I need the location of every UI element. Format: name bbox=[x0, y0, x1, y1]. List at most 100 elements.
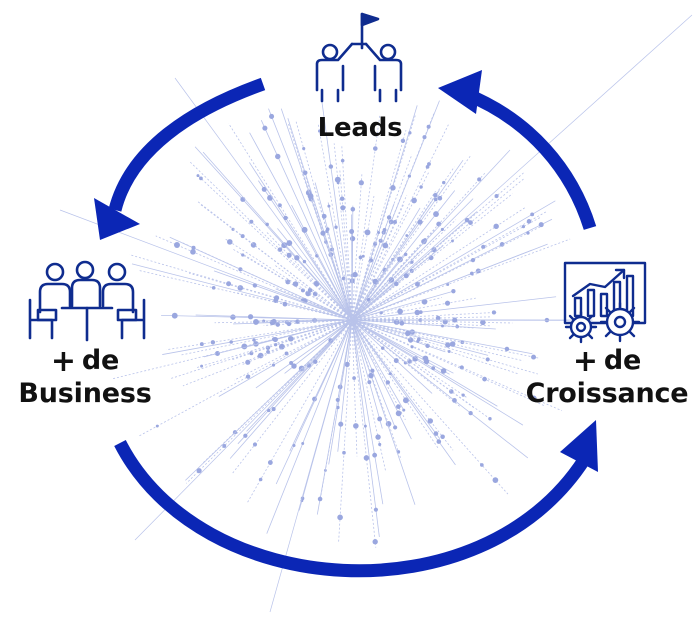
network-line bbox=[351, 319, 454, 451]
network-node bbox=[416, 339, 420, 343]
network-node bbox=[358, 180, 364, 186]
arrowhead-croissance bbox=[560, 420, 598, 472]
network-line bbox=[197, 174, 353, 321]
network-node bbox=[442, 180, 446, 185]
network-line bbox=[275, 319, 353, 485]
network-node bbox=[491, 310, 497, 315]
network-line bbox=[260, 120, 353, 321]
network-line bbox=[232, 248, 353, 321]
network-node bbox=[400, 138, 406, 144]
network-node bbox=[307, 193, 314, 200]
network-node bbox=[199, 342, 204, 347]
network-node bbox=[468, 410, 473, 416]
network-line bbox=[138, 319, 353, 437]
network-node bbox=[253, 318, 259, 325]
network-node bbox=[278, 343, 285, 350]
network-node bbox=[240, 234, 245, 239]
network-node bbox=[318, 129, 321, 133]
network-node bbox=[191, 245, 196, 250]
network-line bbox=[351, 198, 474, 321]
network-line bbox=[351, 204, 404, 321]
network-node bbox=[327, 204, 331, 208]
network-node bbox=[364, 229, 371, 236]
network-node bbox=[388, 372, 392, 376]
business-label: +de Business bbox=[0, 345, 170, 409]
network-node bbox=[526, 219, 532, 224]
network-node bbox=[375, 434, 381, 440]
network-node bbox=[265, 222, 269, 227]
network-line bbox=[234, 319, 353, 381]
network-line bbox=[162, 319, 353, 355]
network-line bbox=[166, 319, 353, 351]
network-node bbox=[247, 314, 254, 320]
network-node bbox=[281, 242, 288, 249]
network-node bbox=[277, 247, 283, 252]
network-node bbox=[469, 271, 474, 276]
network-node bbox=[393, 358, 399, 364]
network-node bbox=[488, 417, 492, 421]
network-node bbox=[445, 342, 451, 348]
network-node bbox=[241, 343, 248, 350]
network-node bbox=[350, 207, 356, 212]
arrow-croissance-to-leads bbox=[463, 87, 597, 230]
network-node bbox=[477, 177, 482, 182]
network-line bbox=[268, 108, 353, 321]
network-line bbox=[197, 201, 353, 321]
network-node bbox=[370, 368, 375, 373]
network-node bbox=[380, 346, 385, 350]
arrow-business-to-croissance bbox=[114, 440, 590, 578]
network-node bbox=[493, 223, 499, 230]
network-node bbox=[407, 337, 414, 343]
network-node bbox=[363, 455, 370, 461]
network-node bbox=[313, 359, 318, 364]
network-line bbox=[316, 319, 353, 515]
network-line bbox=[351, 319, 441, 440]
network-node bbox=[261, 186, 267, 192]
network-node bbox=[433, 193, 438, 198]
network-line bbox=[351, 166, 455, 321]
network-node bbox=[441, 324, 444, 328]
network-line bbox=[351, 319, 491, 327]
network-node bbox=[451, 289, 456, 294]
network-line bbox=[287, 122, 353, 321]
network-line bbox=[341, 146, 353, 321]
network-line bbox=[351, 319, 524, 426]
network-node bbox=[427, 162, 431, 166]
network-node bbox=[271, 363, 276, 367]
network-node bbox=[269, 113, 275, 119]
network-line bbox=[351, 173, 363, 321]
network-node bbox=[325, 227, 330, 232]
network-node bbox=[530, 212, 535, 217]
network-line bbox=[351, 124, 449, 321]
network-line bbox=[351, 319, 474, 329]
network-node bbox=[538, 222, 544, 228]
network-node bbox=[267, 460, 273, 465]
network-node bbox=[470, 258, 476, 263]
network-node bbox=[258, 477, 263, 482]
network-node bbox=[294, 255, 300, 261]
network-node bbox=[335, 397, 340, 402]
network-line bbox=[351, 319, 384, 505]
network-line bbox=[131, 263, 353, 321]
network-node bbox=[252, 283, 258, 288]
network-node bbox=[451, 239, 454, 243]
network-node bbox=[349, 236, 356, 242]
network-node bbox=[300, 288, 305, 293]
network-node bbox=[196, 174, 200, 178]
network-line bbox=[275, 288, 353, 321]
network-node bbox=[341, 276, 346, 281]
network-node bbox=[436, 221, 442, 227]
network-line bbox=[317, 122, 353, 321]
gear-icon-left bbox=[564, 310, 598, 344]
network-node bbox=[373, 146, 378, 151]
network-node bbox=[378, 442, 382, 447]
network-line bbox=[351, 319, 387, 473]
network-node bbox=[328, 164, 334, 169]
network-node bbox=[440, 227, 444, 231]
network-node bbox=[237, 285, 244, 291]
network-node bbox=[257, 352, 264, 359]
network-node bbox=[431, 247, 437, 253]
network-node bbox=[275, 322, 280, 327]
network-line bbox=[351, 319, 380, 538]
